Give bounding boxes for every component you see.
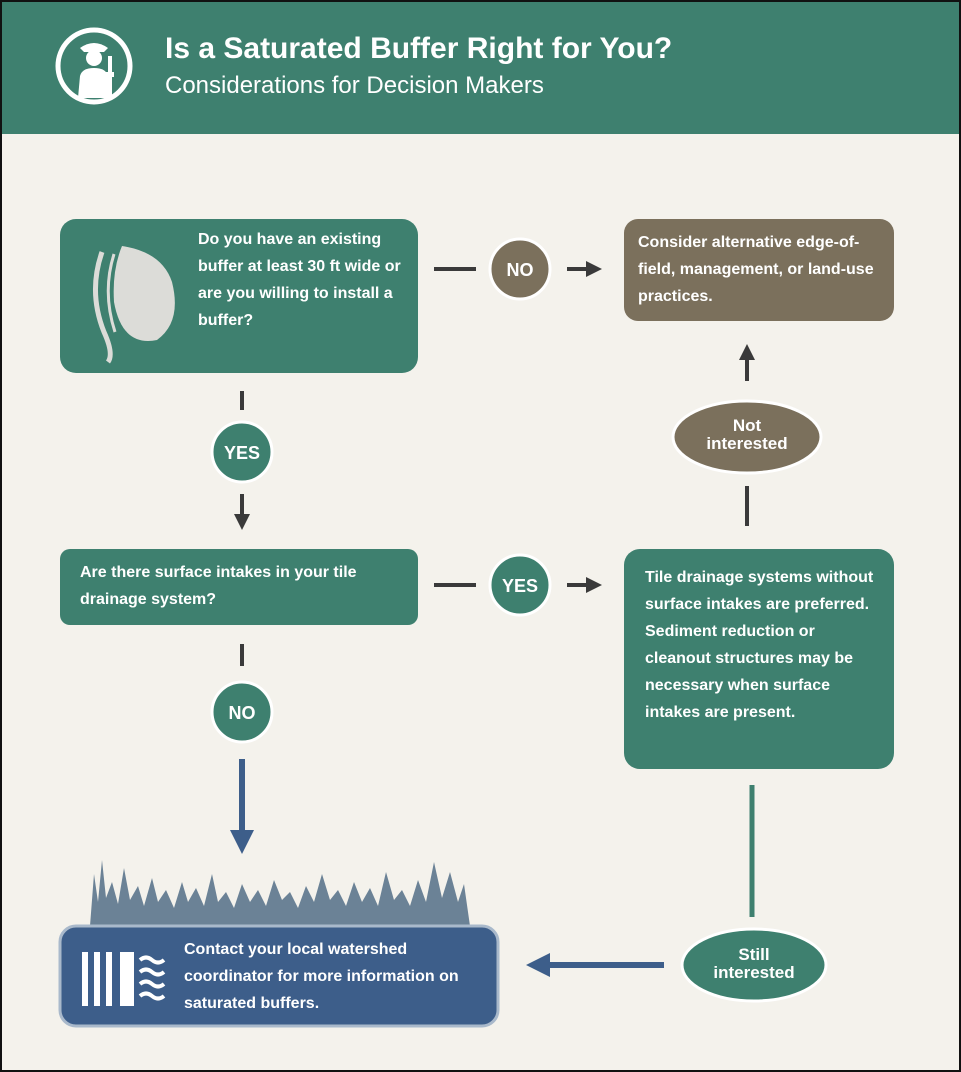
surface-intakes-question-box bbox=[60, 549, 418, 625]
not-interested-label: Not interested bbox=[706, 416, 788, 453]
watershed-icon bbox=[82, 952, 166, 1006]
page-subtitle: Considerations for Decision Makers bbox=[165, 72, 544, 99]
tile-drainage-text: Tile drainage systems without surface in… bbox=[645, 569, 874, 721]
grass-silhouette bbox=[90, 860, 470, 926]
no-circle-1 bbox=[488, 237, 552, 301]
still-interested-label: Still interested bbox=[713, 945, 795, 982]
no-circle-2 bbox=[210, 680, 274, 744]
contact-coordinator-box bbox=[58, 924, 500, 1028]
yes-circle-2 bbox=[488, 553, 552, 617]
header-banner: Is a Saturated Buffer Right for You? Con… bbox=[2, 2, 959, 134]
yes-label-1: YES bbox=[224, 443, 260, 463]
no-label-2: NO bbox=[229, 703, 256, 723]
farmer-icon bbox=[55, 27, 133, 105]
still-interested-oval bbox=[680, 927, 828, 1003]
yes-circle-1 bbox=[210, 420, 274, 484]
not-interested-oval bbox=[671, 399, 823, 475]
contact-coordinator-text: Contact your local watershed coordinator… bbox=[184, 941, 459, 1012]
alternative-practices-box bbox=[624, 219, 894, 321]
page-title: Is a Saturated Buffer Right for You? bbox=[165, 32, 673, 65]
yes-label-2: YES bbox=[502, 576, 538, 596]
alternative-practices-text: Consider alternative edge-of-field, mana… bbox=[638, 234, 874, 305]
surface-intakes-question-text: Are there surface intakes in your tile d… bbox=[80, 564, 357, 608]
buffer-question-text: Do you have an existing buffer at least … bbox=[198, 231, 401, 329]
buffer-strip-icon bbox=[113, 246, 175, 341]
tile-drainage-box bbox=[624, 549, 894, 769]
no-label-1: NO bbox=[507, 260, 534, 280]
